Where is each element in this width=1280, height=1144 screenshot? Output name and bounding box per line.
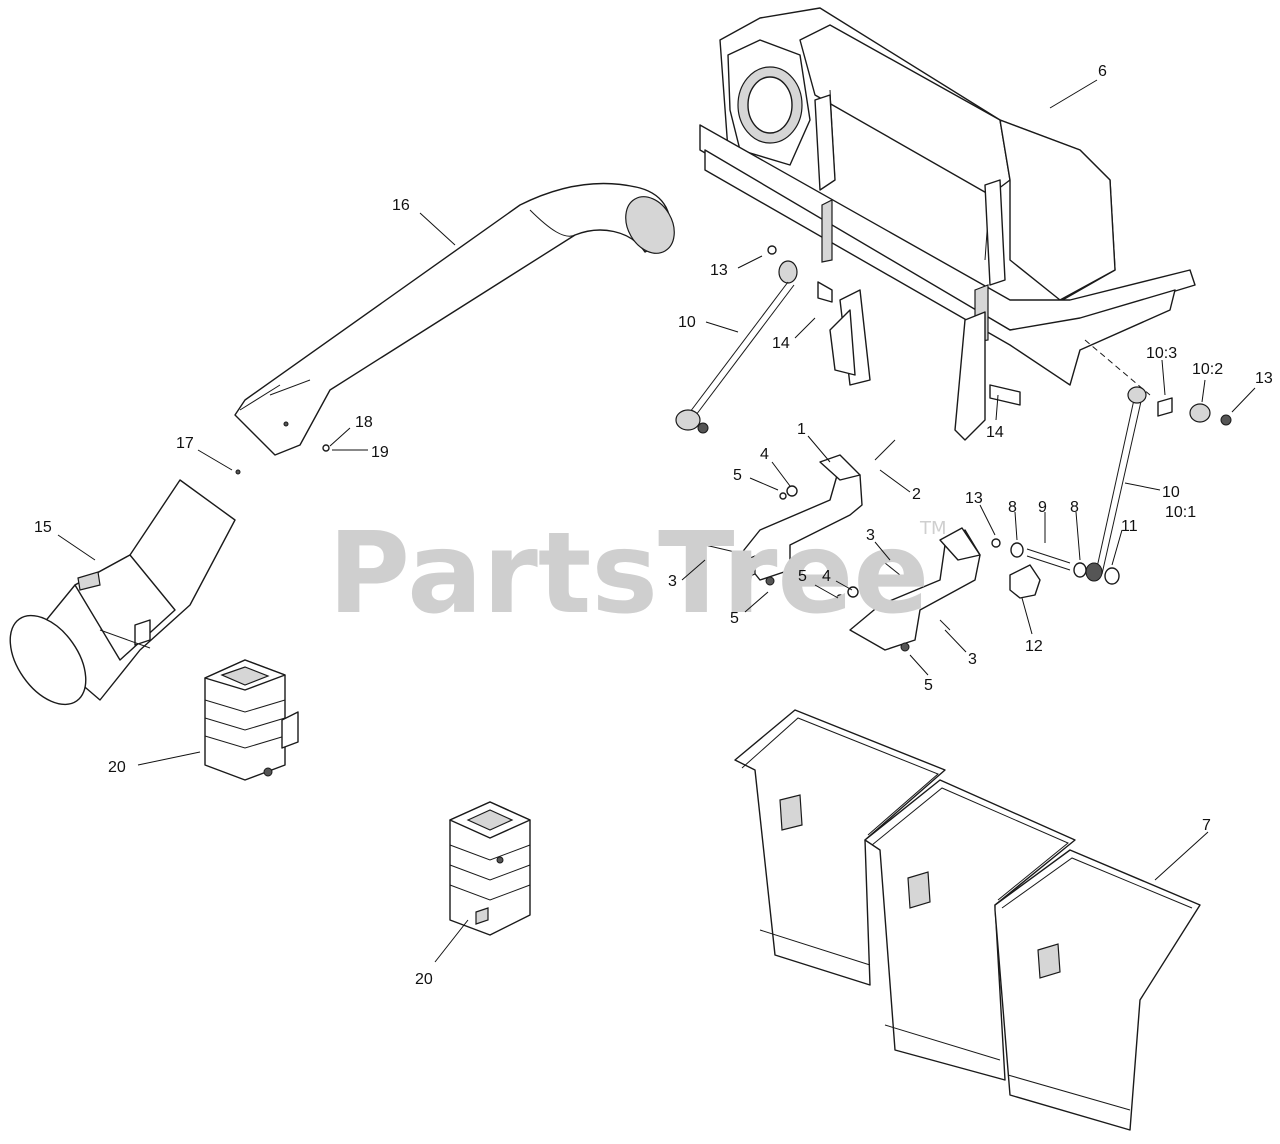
callout-4-b: 4 xyxy=(822,568,831,585)
callout-10-a: 10 xyxy=(678,314,696,331)
left-link-assembly xyxy=(675,245,833,434)
collector-hood xyxy=(699,7,1196,441)
counter-weight-b xyxy=(449,801,531,936)
callout-5-c: 5 xyxy=(730,610,739,627)
counter-weight-a xyxy=(204,659,299,781)
callout-19: 19 xyxy=(371,444,389,461)
callout-16: 16 xyxy=(392,197,410,214)
leader-lines xyxy=(57,79,1256,963)
callout-1: 1 xyxy=(797,421,806,438)
callout-12: 12 xyxy=(1025,638,1043,655)
right-link-assembly xyxy=(1085,386,1232,582)
callout-10-b: 10 xyxy=(1162,484,1180,501)
callout-13-c: 13 xyxy=(965,490,983,507)
callout-10-1: 10:1 xyxy=(1165,504,1196,521)
callout-3-c: 3 xyxy=(968,651,977,668)
callout-14-a: 14 xyxy=(772,335,790,352)
watermark-trademark: TM xyxy=(919,518,947,539)
pivot-hardware xyxy=(991,538,1120,599)
callout-labels: 6 16 13 10 14 10:3 10:2 13 14 18 17 19 1… xyxy=(34,63,1273,988)
callout-9: 9 xyxy=(1038,499,1047,516)
callout-18: 18 xyxy=(355,414,373,431)
callout-5-b: 5 xyxy=(798,568,807,585)
callout-6: 6 xyxy=(1098,63,1107,80)
mount-bracket-b xyxy=(836,527,981,652)
discharge-tube xyxy=(234,182,675,456)
callout-14-b: 14 xyxy=(986,424,1004,441)
callout-20-a: 20 xyxy=(108,759,126,776)
callout-5-d: 5 xyxy=(924,677,933,694)
grass-bags xyxy=(734,709,1201,1131)
callout-10-3: 10:3 xyxy=(1146,345,1177,362)
callout-10-2: 10:2 xyxy=(1192,361,1223,378)
callout-15: 15 xyxy=(34,519,52,536)
watermark: PartsTree xyxy=(328,509,929,639)
callout-4-a: 4 xyxy=(760,446,769,463)
callout-11: 11 xyxy=(1121,518,1138,535)
callout-7: 7 xyxy=(1202,817,1211,834)
callout-17: 17 xyxy=(176,435,194,452)
callout-13-a: 13 xyxy=(710,262,728,279)
callout-2: 2 xyxy=(912,486,921,503)
callout-20-b: 20 xyxy=(415,971,433,988)
callout-3-b: 3 xyxy=(668,573,677,590)
callout-13-b: 13 xyxy=(1255,370,1273,387)
small-fasteners xyxy=(235,421,330,475)
callout-8-b: 8 xyxy=(1070,499,1079,516)
callout-5-a: 5 xyxy=(733,467,742,484)
lower-chute xyxy=(9,479,236,706)
callout-3-a: 3 xyxy=(866,527,875,544)
callout-8-a: 8 xyxy=(1008,499,1017,516)
